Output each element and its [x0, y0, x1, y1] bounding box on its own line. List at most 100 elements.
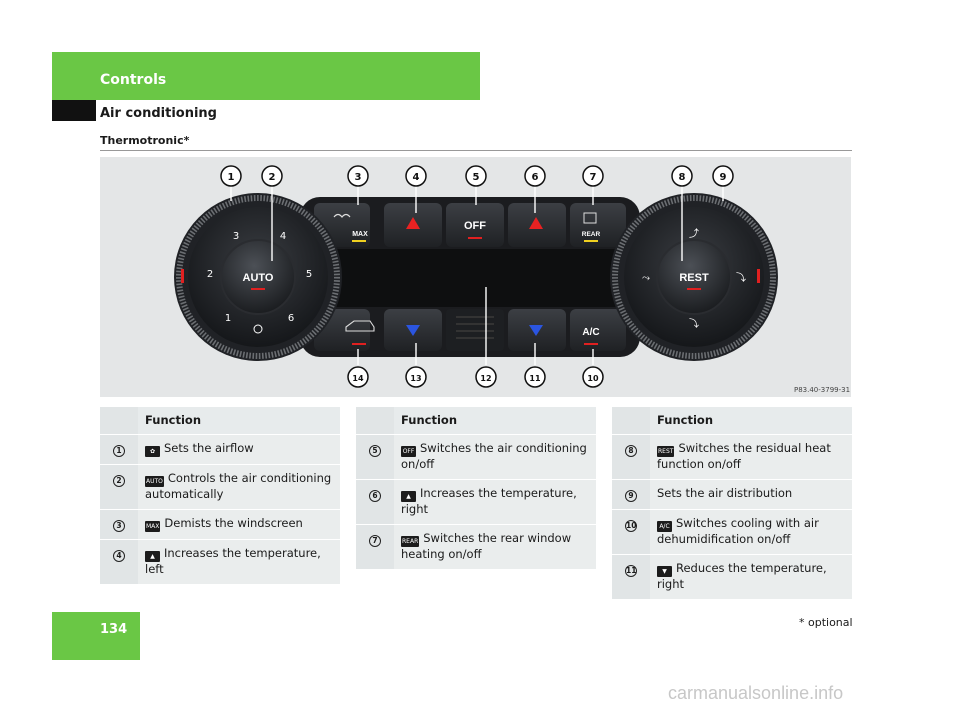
row-number: 7 — [369, 534, 381, 547]
chapter-tab: Controls — [52, 52, 480, 100]
row-number: 8 — [625, 444, 637, 457]
row-text: Increases the temperature, left — [145, 545, 321, 576]
row-number: 9 — [625, 489, 637, 502]
arrow-up-icon: ▲ — [145, 550, 160, 562]
rear-label: REAR — [582, 231, 601, 238]
climate-panel-illustration: MAX OFF REAR — [174, 165, 778, 388]
section-title: Air conditioning — [100, 106, 217, 121]
rear-defrost-button[interactable]: REAR — [570, 203, 626, 247]
fan-level-5: 5 — [306, 269, 312, 280]
callout-4: 4 — [413, 172, 420, 183]
callout-7: 7 — [590, 172, 597, 183]
off-key-icon: OFF — [401, 445, 416, 457]
callout-3: 3 — [355, 172, 362, 183]
subsection-title: Thermotronic* — [100, 134, 190, 147]
table-row: 9 Sets the air distribution — [612, 478, 852, 509]
row-text: Switches the rear window heating on/off — [401, 530, 572, 561]
row-text: Switches the residual heat function on/o… — [657, 440, 831, 471]
ac-label: A/C — [582, 327, 599, 338]
table-row: 11 ▼Reduces the temperature, right — [612, 553, 852, 599]
rest-label: REST — [679, 272, 709, 284]
table-header: Function — [650, 407, 852, 435]
table-header: Function — [138, 407, 340, 435]
rear-defrost-icon: REAR — [401, 535, 420, 547]
row-number: 10 — [625, 519, 637, 532]
fan-level-3: 3 — [233, 231, 239, 242]
arrow-up-icon: ▲ — [401, 490, 416, 502]
row-text: Controls the air conditioning automatica… — [145, 470, 332, 501]
watermark: carmanualsonline.info — [668, 683, 844, 703]
ac-key-icon: A/C — [657, 520, 672, 532]
fan-level-1: 1 — [225, 313, 231, 324]
callout-2: 2 — [269, 172, 276, 183]
row-number: 4 — [113, 549, 125, 562]
table-row: 4 ▲Increases the temperature, left — [100, 538, 340, 584]
climate-control-figure: MAX OFF REAR — [100, 157, 851, 397]
air-vent — [446, 309, 504, 351]
callout-9: 9 — [720, 172, 727, 183]
right-dial[interactable]: REST ⤴ ⤳ ⤵ ⤵ — [610, 193, 778, 361]
fan-level-4: 4 — [280, 231, 286, 242]
auto-key-icon: AUTO — [145, 475, 164, 487]
callout-14: 14 — [352, 374, 364, 383]
fan-icon: ✿ — [145, 445, 160, 457]
fan-level-2: 2 — [207, 269, 213, 280]
temp-down-left-button[interactable] — [384, 309, 442, 351]
row-text: Reduces the temperature, right — [657, 560, 827, 591]
ac-button[interactable]: A/C — [570, 309, 626, 351]
callout-10: 10 — [587, 374, 599, 383]
row-number: 5 — [369, 444, 381, 457]
row-text: Switches the air conditioning on/off — [401, 440, 587, 471]
row-text: Demists the windscreen — [164, 515, 303, 530]
table-row: 6 ▲Increases the temperature, right — [356, 478, 596, 524]
callout-6: 6 — [532, 172, 539, 183]
table-header: Function — [394, 407, 596, 435]
callout-lines — [230, 185, 724, 365]
fan-icon — [253, 324, 263, 334]
row-text: Sets the airflow — [164, 440, 254, 455]
off-label: OFF — [464, 220, 486, 232]
chapter-title: Controls — [100, 72, 167, 88]
max-label: MAX — [352, 231, 368, 238]
airflow-down-icon: ⤵ — [689, 318, 699, 330]
row-text: Switches cooling with air dehumidificati… — [657, 515, 819, 546]
optional-footnote: * optional — [799, 616, 853, 629]
arrow-down-blue-icon — [529, 325, 543, 336]
row-text: Increases the temperature, right — [401, 485, 577, 516]
row-number: 1 — [113, 444, 125, 457]
left-dial[interactable]: AUTO 3 4 2 5 1 6 — [174, 193, 342, 361]
row-number: 2 — [113, 474, 125, 487]
callout-12: 12 — [480, 374, 491, 383]
arrow-down-blue-icon — [406, 325, 420, 336]
max-defrost-icon: MAX — [145, 520, 161, 532]
arrow-up-red-icon — [529, 217, 543, 229]
rest-key-icon: REST — [657, 445, 675, 457]
row-text: Sets the air distribution — [657, 485, 793, 500]
page-number-box: 134 — [52, 612, 140, 660]
figure-reference: P83.40-3799-31 — [794, 386, 851, 394]
airflow-combined-icon: ⤵ — [736, 272, 746, 284]
temp-down-right-button[interactable] — [508, 309, 566, 351]
table-row: 1 ✿ Sets the airflow — [100, 433, 340, 464]
off-button[interactable]: OFF — [446, 203, 504, 247]
arrow-down-icon: ▼ — [657, 565, 672, 577]
divider — [100, 150, 852, 151]
temp-up-left-button[interactable] — [384, 203, 442, 247]
section-marker — [52, 100, 96, 121]
callout-11: 11 — [529, 374, 541, 383]
temp-up-right-button[interactable] — [508, 203, 566, 247]
row-number: 3 — [113, 519, 125, 532]
airflow-up-icon: ⤴ — [689, 227, 699, 240]
auto-label: AUTO — [243, 272, 274, 284]
row-number: 11 — [625, 564, 637, 577]
airflow-center-icon: ⤳ — [642, 273, 650, 284]
